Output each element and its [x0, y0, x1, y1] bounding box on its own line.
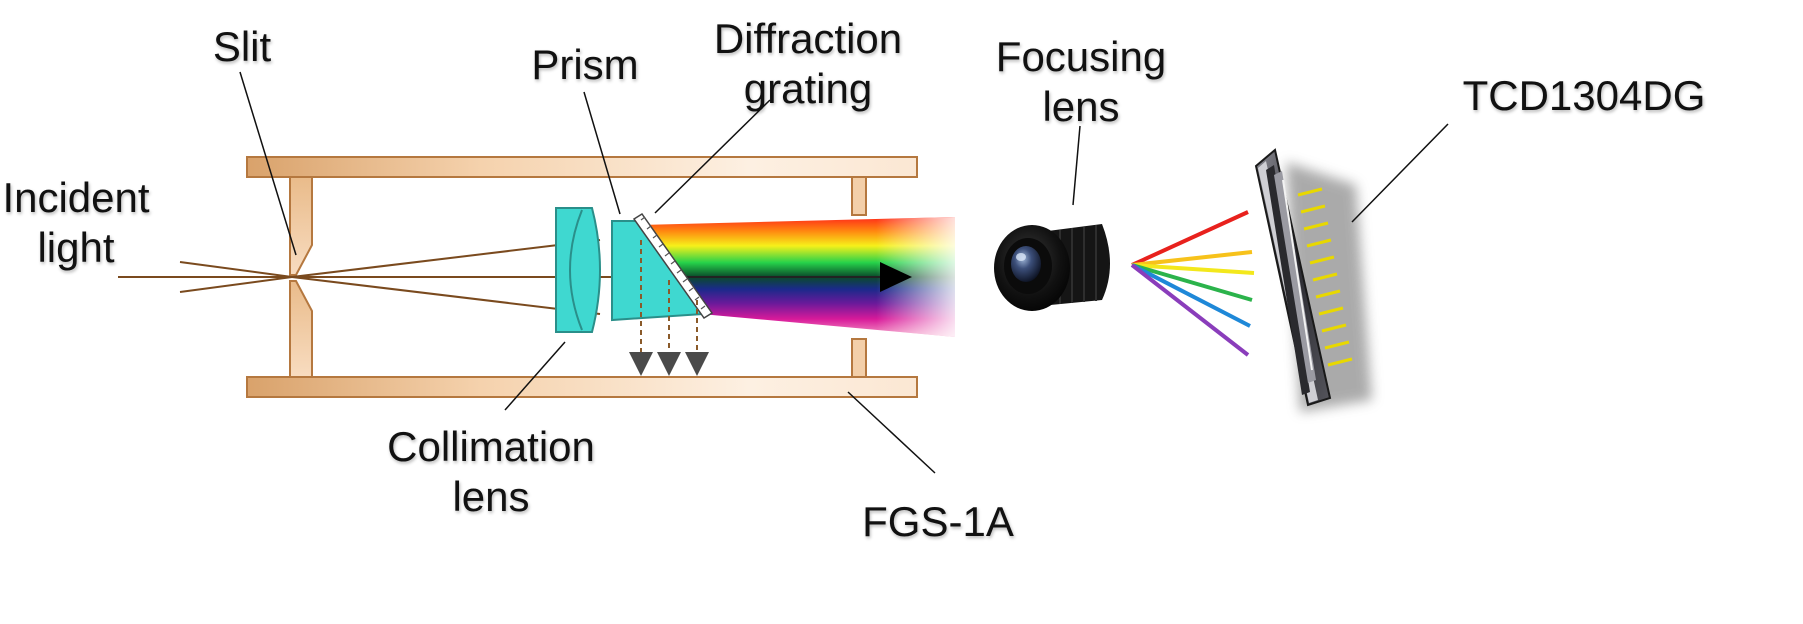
arrow-down-icon: [685, 352, 709, 376]
leader-housing: [847, 391, 936, 474]
leader-slit: [239, 71, 297, 256]
label-incident-light: Incident light: [2, 174, 150, 271]
leader-collimation-lens: [504, 341, 566, 411]
label-prism: Prism: [531, 41, 639, 88]
label-sensor: TCD1304DG: [1462, 72, 1706, 119]
label-diffraction-grating: Diffraction grating: [713, 15, 903, 112]
diffraction-grating: [632, 212, 714, 320]
label-housing: FGS-1A: [862, 498, 1014, 545]
arrow-down-icon: [629, 352, 653, 376]
spectrum-arrowhead: [880, 262, 912, 292]
label-focusing-lens: Focusing lens: [995, 33, 1167, 130]
leader-focusing-lens: [1072, 125, 1081, 206]
spectrometer-housing: [246, 156, 918, 398]
leader-diffraction-grating: [654, 99, 771, 214]
collimation-lens: [555, 207, 601, 333]
arrow-down-icon: [657, 352, 681, 376]
leader-sensor: [1351, 123, 1449, 223]
leader-lines: [239, 71, 1449, 474]
label-collimation-lens: Collimation lens: [387, 423, 595, 520]
focusing-lens: [994, 224, 1110, 311]
label-slit: Slit: [212, 23, 272, 70]
dispersed-spectrum: [640, 217, 955, 337]
spectral-rays: [1130, 210, 1255, 357]
projection-arrows: [629, 240, 709, 376]
linear-ccd-sensor: [1254, 148, 1372, 412]
leader-prism: [583, 91, 621, 215]
